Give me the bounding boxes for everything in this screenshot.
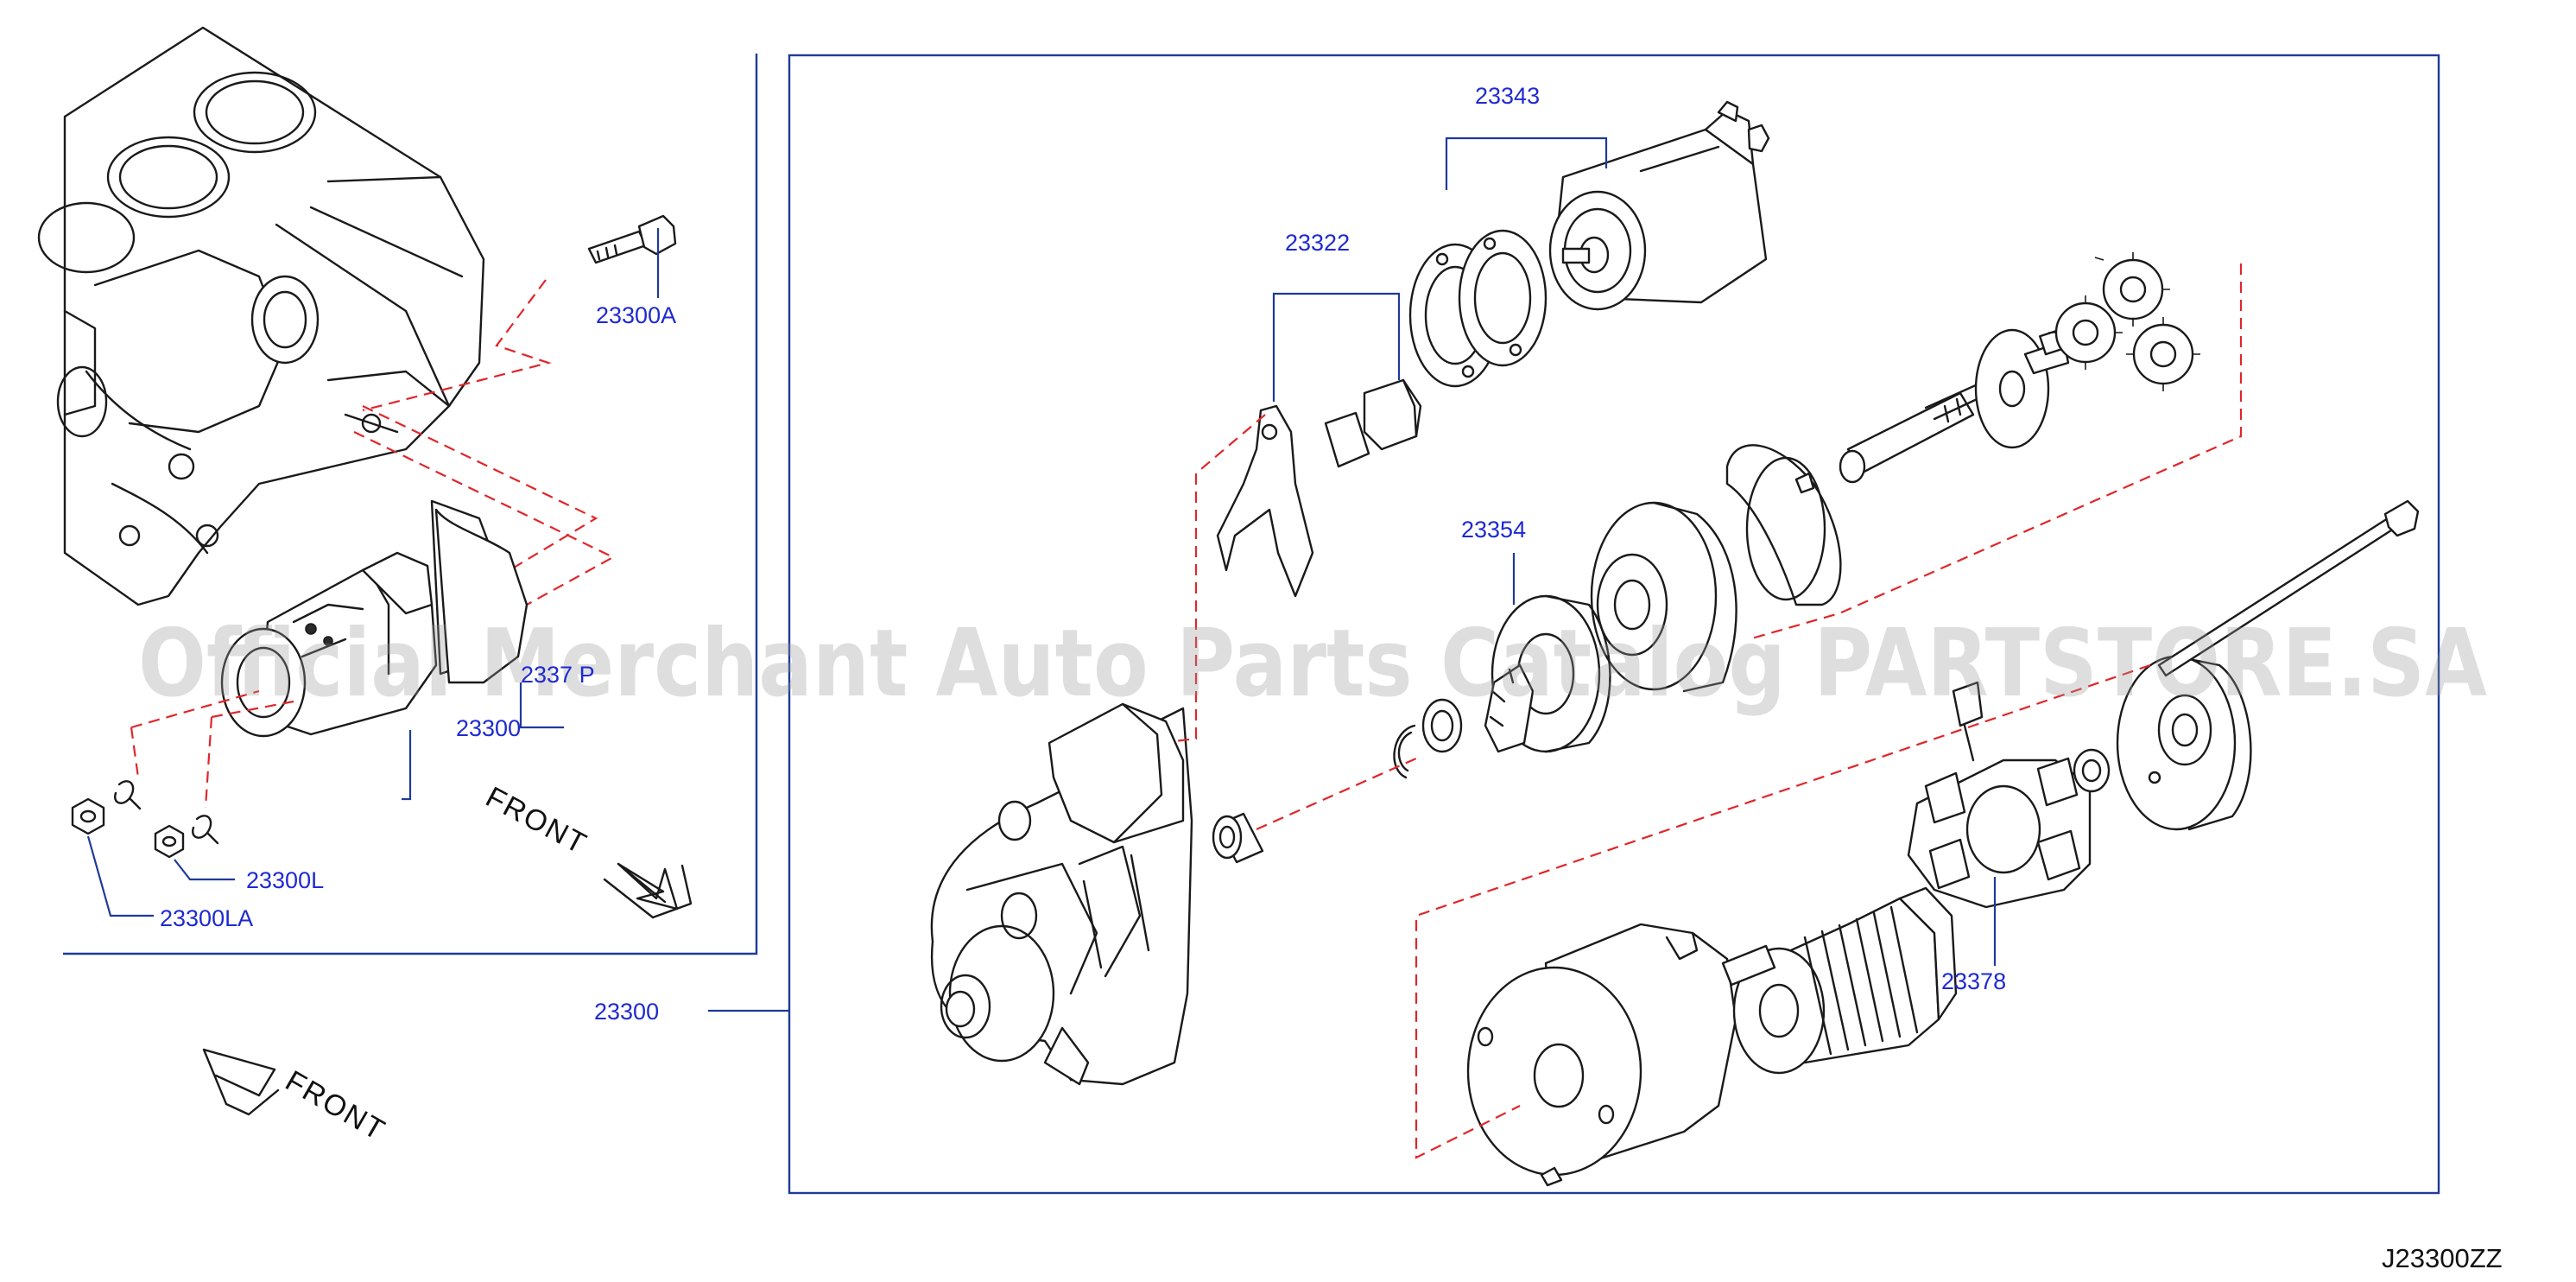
part-label-23300A[interactable]: 23300A (596, 302, 676, 328)
detail-dashed-lines (1174, 263, 2243, 1159)
drive-shaft-drawing (1839, 328, 2070, 484)
planetary-gears-drawing (2048, 252, 2200, 391)
part-label-2337P[interactable]: 2337 P (521, 662, 595, 688)
left-panel-frame (63, 54, 758, 955)
brush-holder-drawing (1907, 681, 2092, 909)
engine-block-drawing (37, 26, 485, 606)
part-label-23300-starter[interactable]: 23300 (456, 715, 521, 741)
armature-drawing (1721, 886, 1958, 1075)
front-label-upper: FRONT (480, 781, 592, 861)
shift-lever-set-drawing (1216, 378, 1422, 598)
front-label-lower: FRONT (280, 1064, 391, 1147)
diagram-code: J23300ZZ (2382, 1243, 2503, 1273)
through-bolt-drawing (2157, 499, 2420, 677)
part-label-23322[interactable]: 23322 (1285, 230, 1350, 256)
part-label-23343[interactable]: 23343 (1475, 83, 1540, 109)
part-label-23300L[interactable]: 23300L (246, 867, 324, 893)
snap-ring-drawing (1393, 698, 1463, 779)
bushing-drawing (1212, 812, 1264, 864)
rear-bushing-drawing (2073, 748, 2111, 793)
solenoid-switch-drawing (1548, 100, 1770, 311)
left-assembly-dashed-lines (130, 279, 616, 809)
front-housing-drawing (930, 702, 1193, 1086)
part-label-23354[interactable]: 23354 (1461, 517, 1526, 543)
overrunning-clutch-drawing (1484, 594, 1611, 753)
gasket-plate-drawing (434, 508, 528, 684)
part-label-23300-assembly[interactable]: 23300 (594, 999, 659, 1025)
detail-panel-frame (788, 54, 2440, 1195)
internal-gear-drawing (1725, 444, 1842, 606)
nut-washer-drawing (71, 780, 219, 859)
front-arrow-lower (202, 1048, 280, 1116)
leader-lines (86, 136, 1997, 1012)
front-arrow-upper (603, 862, 693, 919)
part-label-23378[interactable]: 23378 (1941, 968, 2006, 994)
mounting-bolt-drawing (587, 214, 677, 264)
part-label-23300LA[interactable]: 23300LA (160, 905, 253, 931)
solenoid-gaskets-drawing (1408, 229, 1547, 388)
gear-housing-drawing (1590, 501, 1737, 693)
yoke-drawing (1466, 923, 1737, 1187)
watermark: Official Merchant Auto Parts Catalog PAR… (138, 610, 2487, 718)
